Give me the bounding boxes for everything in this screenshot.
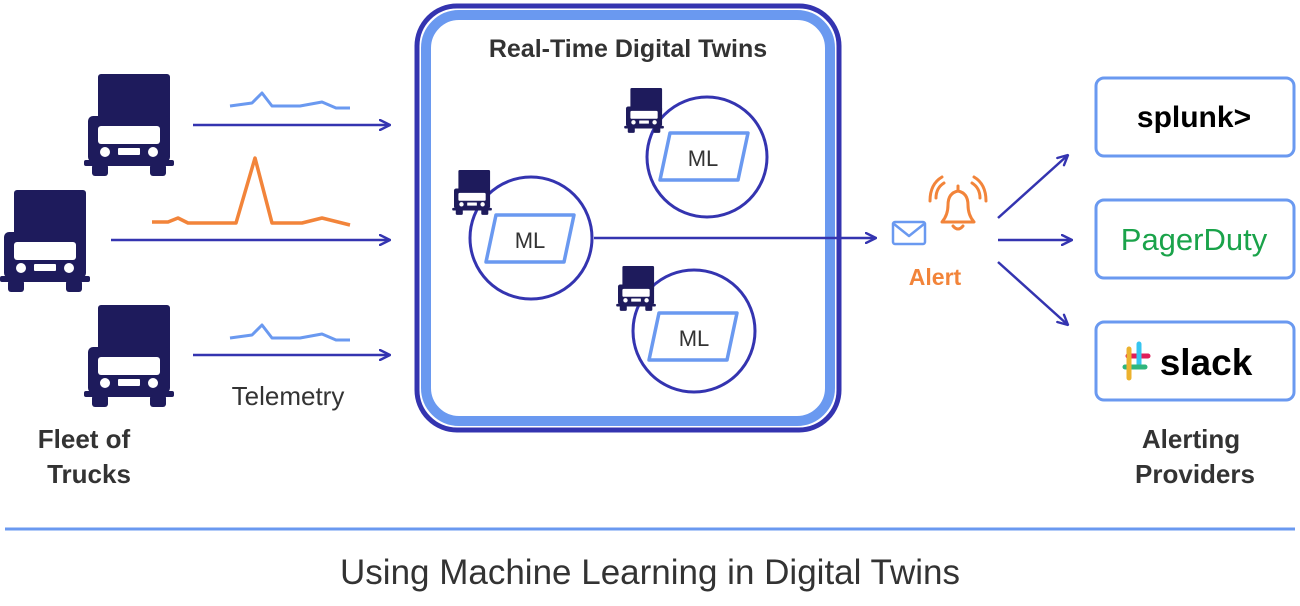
slack-logo-icon — [1122, 341, 1151, 381]
ml-label: ML — [688, 146, 719, 171]
pagerduty-logo-text: PagerDuty — [1121, 222, 1268, 257]
fleet-label-line1: Fleet of — [38, 424, 131, 454]
diagram-title: Using Machine Learning in Digital Twins — [340, 553, 960, 592]
telemetry-wave — [229, 91, 350, 110]
alert-label: Alert — [909, 264, 962, 290]
provider-slack: slack — [1094, 320, 1296, 402]
telemetry-signals — [152, 91, 351, 342]
provider-splunk: splunk> — [1094, 76, 1296, 158]
slack-logo-text: slack — [1160, 342, 1253, 383]
digital-twins-title: Real-Time Digital Twins — [489, 35, 767, 63]
bell-icon — [928, 175, 988, 231]
arrow — [997, 261, 1068, 325]
provider-pagerduty: PagerDuty — [1094, 198, 1296, 280]
telemetry-wave-anomaly — [152, 156, 351, 227]
truck-icon — [84, 74, 174, 176]
providers-label-line2: Providers — [1135, 459, 1255, 489]
ml-label: ML — [679, 326, 710, 351]
splunk-logo-text: splunk> — [1137, 101, 1251, 134]
providers-label-line1: Alerting — [1142, 424, 1240, 454]
truck-icon — [0, 190, 90, 292]
ml-model — [647, 311, 739, 362]
arrow — [997, 155, 1068, 219]
telemetry-wave — [229, 323, 350, 342]
digital-twin: ML — [616, 266, 757, 394]
digital-twin: ML — [624, 88, 769, 219]
ml-model — [658, 131, 750, 182]
fleet-label-line2: Trucks — [47, 459, 131, 489]
digital-twin: ML — [452, 170, 594, 301]
ml-label: ML — [515, 228, 546, 253]
envelope-icon — [891, 220, 927, 246]
provider-arrows — [997, 155, 1072, 325]
ml-model — [484, 213, 576, 264]
telemetry-arrows — [111, 125, 390, 355]
telemetry-label: Telemetry — [232, 381, 345, 411]
truck-icon — [84, 305, 174, 407]
